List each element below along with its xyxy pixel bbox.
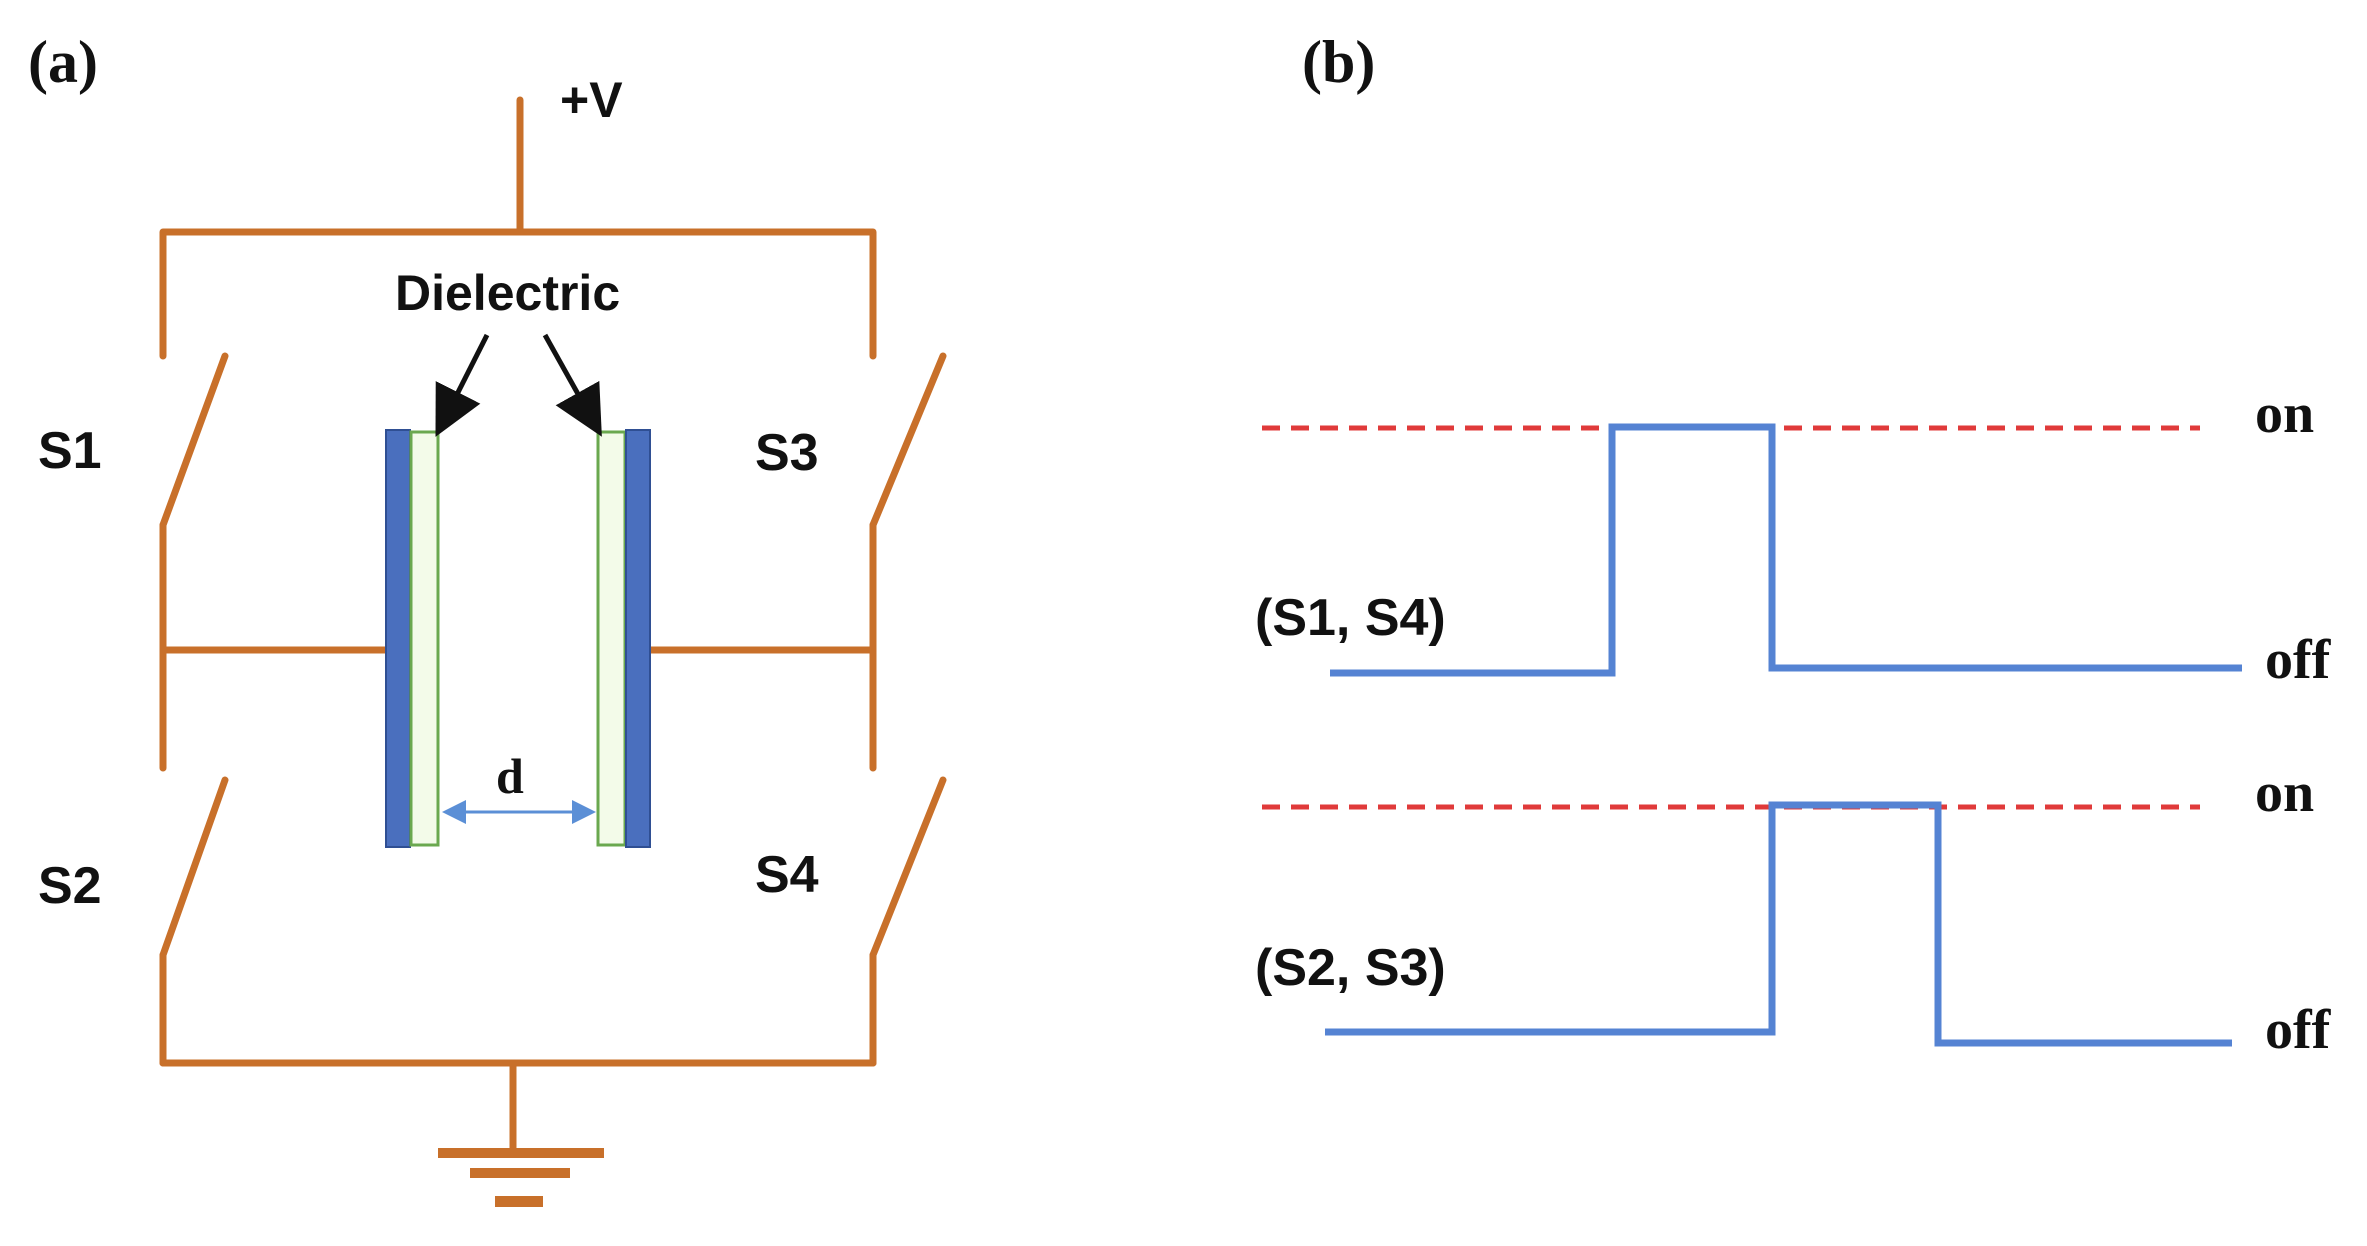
gap-label: d	[496, 748, 524, 804]
switch-s4-blade	[869, 776, 947, 959]
off-label: off	[2265, 999, 2332, 1061]
switching-waveform	[1330, 423, 2242, 677]
top-rail	[159, 228, 877, 360]
switch-s3-label: S3	[755, 424, 819, 482]
left-electrode	[385, 429, 411, 848]
trace-s1-s4: (S1, S4) on off	[1255, 383, 2332, 691]
on-label: on	[2255, 762, 2314, 824]
dielectric-arrow-left	[435, 333, 490, 437]
switching-waveform	[1325, 801, 2232, 1047]
switch-s3-blade	[869, 352, 947, 529]
capacitor	[385, 429, 651, 848]
dielectric-label: Dielectric	[395, 265, 620, 321]
panel-a: (a)	[28, 29, 947, 1207]
trace-label: (S2, S3)	[1255, 939, 1446, 997]
dielectric-arrows	[435, 333, 602, 437]
panel-b: (b) (S1, S4) on off (S2, S3) on off	[1255, 29, 2332, 1061]
ground-symbol	[438, 1148, 604, 1207]
circuit-wires	[159, 96, 877, 1156]
switch-blades	[159, 352, 947, 959]
trace-s2-s3: (S2, S3) on off	[1255, 762, 2332, 1061]
on-label: on	[2255, 383, 2314, 445]
right-electrode	[625, 429, 651, 848]
supply-label: +V	[560, 72, 623, 128]
switch-s2-blade	[159, 776, 229, 959]
ground-bar-3	[495, 1196, 543, 1207]
left-dielectric	[409, 430, 440, 847]
dielectric-arrow-right	[542, 333, 602, 437]
switch-s2-label: S2	[38, 857, 102, 915]
trace-label: (S1, S4)	[1255, 589, 1446, 647]
ground-bar-2	[470, 1168, 570, 1178]
panel-a-label: (a)	[28, 29, 98, 95]
switch-s1-blade	[159, 352, 229, 529]
off-label: off	[2265, 629, 2332, 691]
right-dielectric	[596, 430, 627, 847]
switch-s4-label: S4	[755, 846, 819, 904]
panel-b-label: (b)	[1302, 29, 1375, 95]
switch-s1-label: S1	[38, 422, 102, 480]
ground-bar-1	[438, 1148, 604, 1158]
